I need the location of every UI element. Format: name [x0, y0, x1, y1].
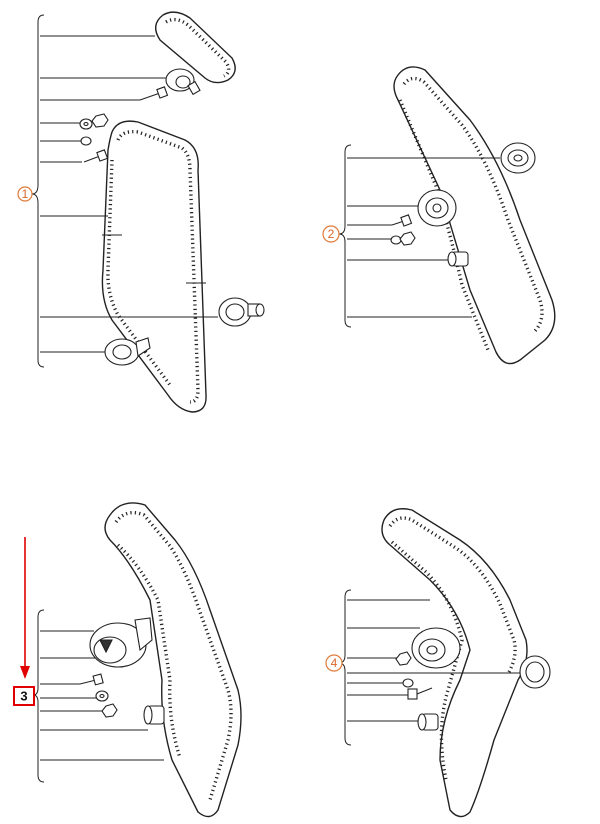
washer-icon: [402, 678, 414, 688]
callout-2-label: 2: [328, 227, 335, 241]
toothed-belt-icon: [104, 502, 242, 818]
group-3-leader-lines: [40, 630, 164, 761]
toothed-belt-icon: [381, 508, 528, 818]
group-1: [31, 11, 265, 413]
washer-icon: [95, 690, 109, 702]
callout-4-label: 4: [331, 656, 338, 670]
group-1-bracket: [31, 14, 45, 368]
callout-1: 1: [17, 186, 33, 202]
nut-icon: [91, 113, 109, 128]
callout-2: 2: [322, 225, 340, 243]
tension-roller-icon: [89, 617, 153, 668]
callout-4: 4: [325, 654, 343, 672]
bushing-icon: [447, 251, 469, 267]
group-2-leader-lines: [347, 157, 500, 318]
callout-3-highlighted: 3: [13, 686, 35, 706]
bolt-icon: [139, 86, 169, 101]
nut-icon: [399, 231, 416, 246]
tension-roller-icon: [165, 68, 201, 96]
toothed-belt-main-icon: [101, 120, 207, 413]
bolt-icon: [83, 149, 109, 163]
toothed-belt-small-icon: [155, 11, 236, 84]
nut-icon: [101, 703, 118, 718]
bushing-icon: [143, 705, 165, 725]
bolt-icon: [391, 214, 413, 227]
washer-icon: [80, 136, 92, 146]
tension-roller-icon: [411, 627, 461, 669]
group-1-leader-lines: [40, 35, 218, 353]
group-4-leader-lines: [347, 599, 526, 722]
toothed-belt-icon: [393, 66, 556, 365]
bolt-icon: [407, 687, 433, 700]
callout-1-label: 1: [22, 187, 29, 201]
idler-roller-icon: [519, 655, 551, 689]
tension-roller-icon: [417, 189, 457, 227]
callout-3-label: 3: [20, 689, 27, 704]
highlight-arrow-icon: [20, 537, 30, 679]
idler-roller-icon: [218, 297, 265, 327]
group-2-bracket: [338, 144, 352, 328]
nut-icon: [395, 651, 412, 666]
tension-roller-icon: [104, 337, 151, 366]
group-3: [32, 502, 242, 818]
washer-icon: [390, 235, 402, 245]
idler-roller-icon: [500, 142, 536, 174]
bolt-icon: [79, 673, 104, 686]
washer-icon: [79, 118, 93, 130]
group-4: [338, 508, 551, 818]
group-2: [338, 66, 556, 365]
bushing-icon: [417, 713, 439, 731]
